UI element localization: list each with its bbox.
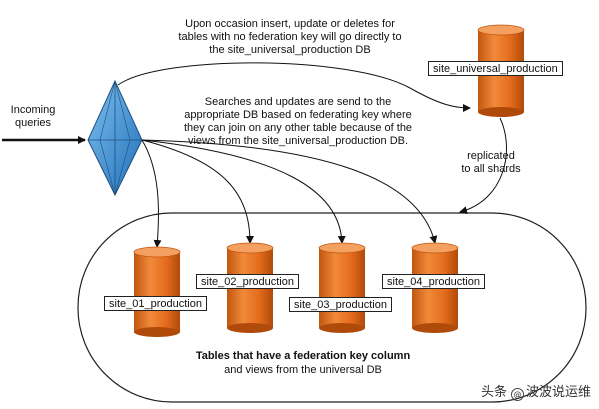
shard-02-label: site_02_production (196, 274, 299, 289)
replicated-label-line-2: to all shards (461, 163, 521, 175)
arrow-to-shard-03 (141, 139, 346, 244)
arrow-to-shard-02 (141, 139, 254, 244)
arrow-replicated (459, 117, 507, 215)
middle-note-line-4: views from the site_universal_production… (187, 135, 409, 147)
arrow-to-universal (117, 62, 471, 112)
shard-container (77, 212, 587, 403)
at-icon: @ (510, 388, 524, 401)
incoming-label-line-1: Incoming (10, 104, 56, 116)
middle-note-line-1: Searches and updates are send to the (204, 96, 392, 108)
container-caption-line-1: Tables that have a federation key column (195, 350, 411, 362)
middle-note-line-2: appropriate DB based on federating key w… (184, 109, 412, 121)
incoming-label-line-2: queries (14, 117, 52, 129)
shard-03-cylinder (318, 242, 366, 333)
watermark-text-1: 头条 (480, 385, 507, 400)
arrow-to-shard-01 (141, 139, 162, 248)
shard-01-label: site_01_production (104, 296, 207, 311)
watermark-text-2: 波波说运维 (525, 385, 591, 400)
shard-03-label: site_03_production (289, 297, 392, 312)
top-note-line-1: Upon occasion insert, update or deletes … (185, 18, 395, 30)
middle-note-line-3: they can join on any other table because… (183, 122, 413, 134)
top-note-line-3: the site_universal_production DB (209, 44, 371, 56)
router-diamond (87, 79, 143, 197)
top-note-line-2: tables with no federation key will go di… (178, 31, 402, 43)
universal-db-label: site_universal_production (428, 61, 563, 76)
shard-04-label: site_04_production (382, 274, 485, 289)
arrow-to-shard-04 (141, 139, 438, 244)
replicated-label-line-1: replicated (467, 150, 515, 162)
shard-01-cylinder (133, 246, 181, 337)
watermark: 头条@波波说运维 (481, 381, 591, 401)
container-caption-line-2: and views from the universal DB (224, 364, 382, 376)
